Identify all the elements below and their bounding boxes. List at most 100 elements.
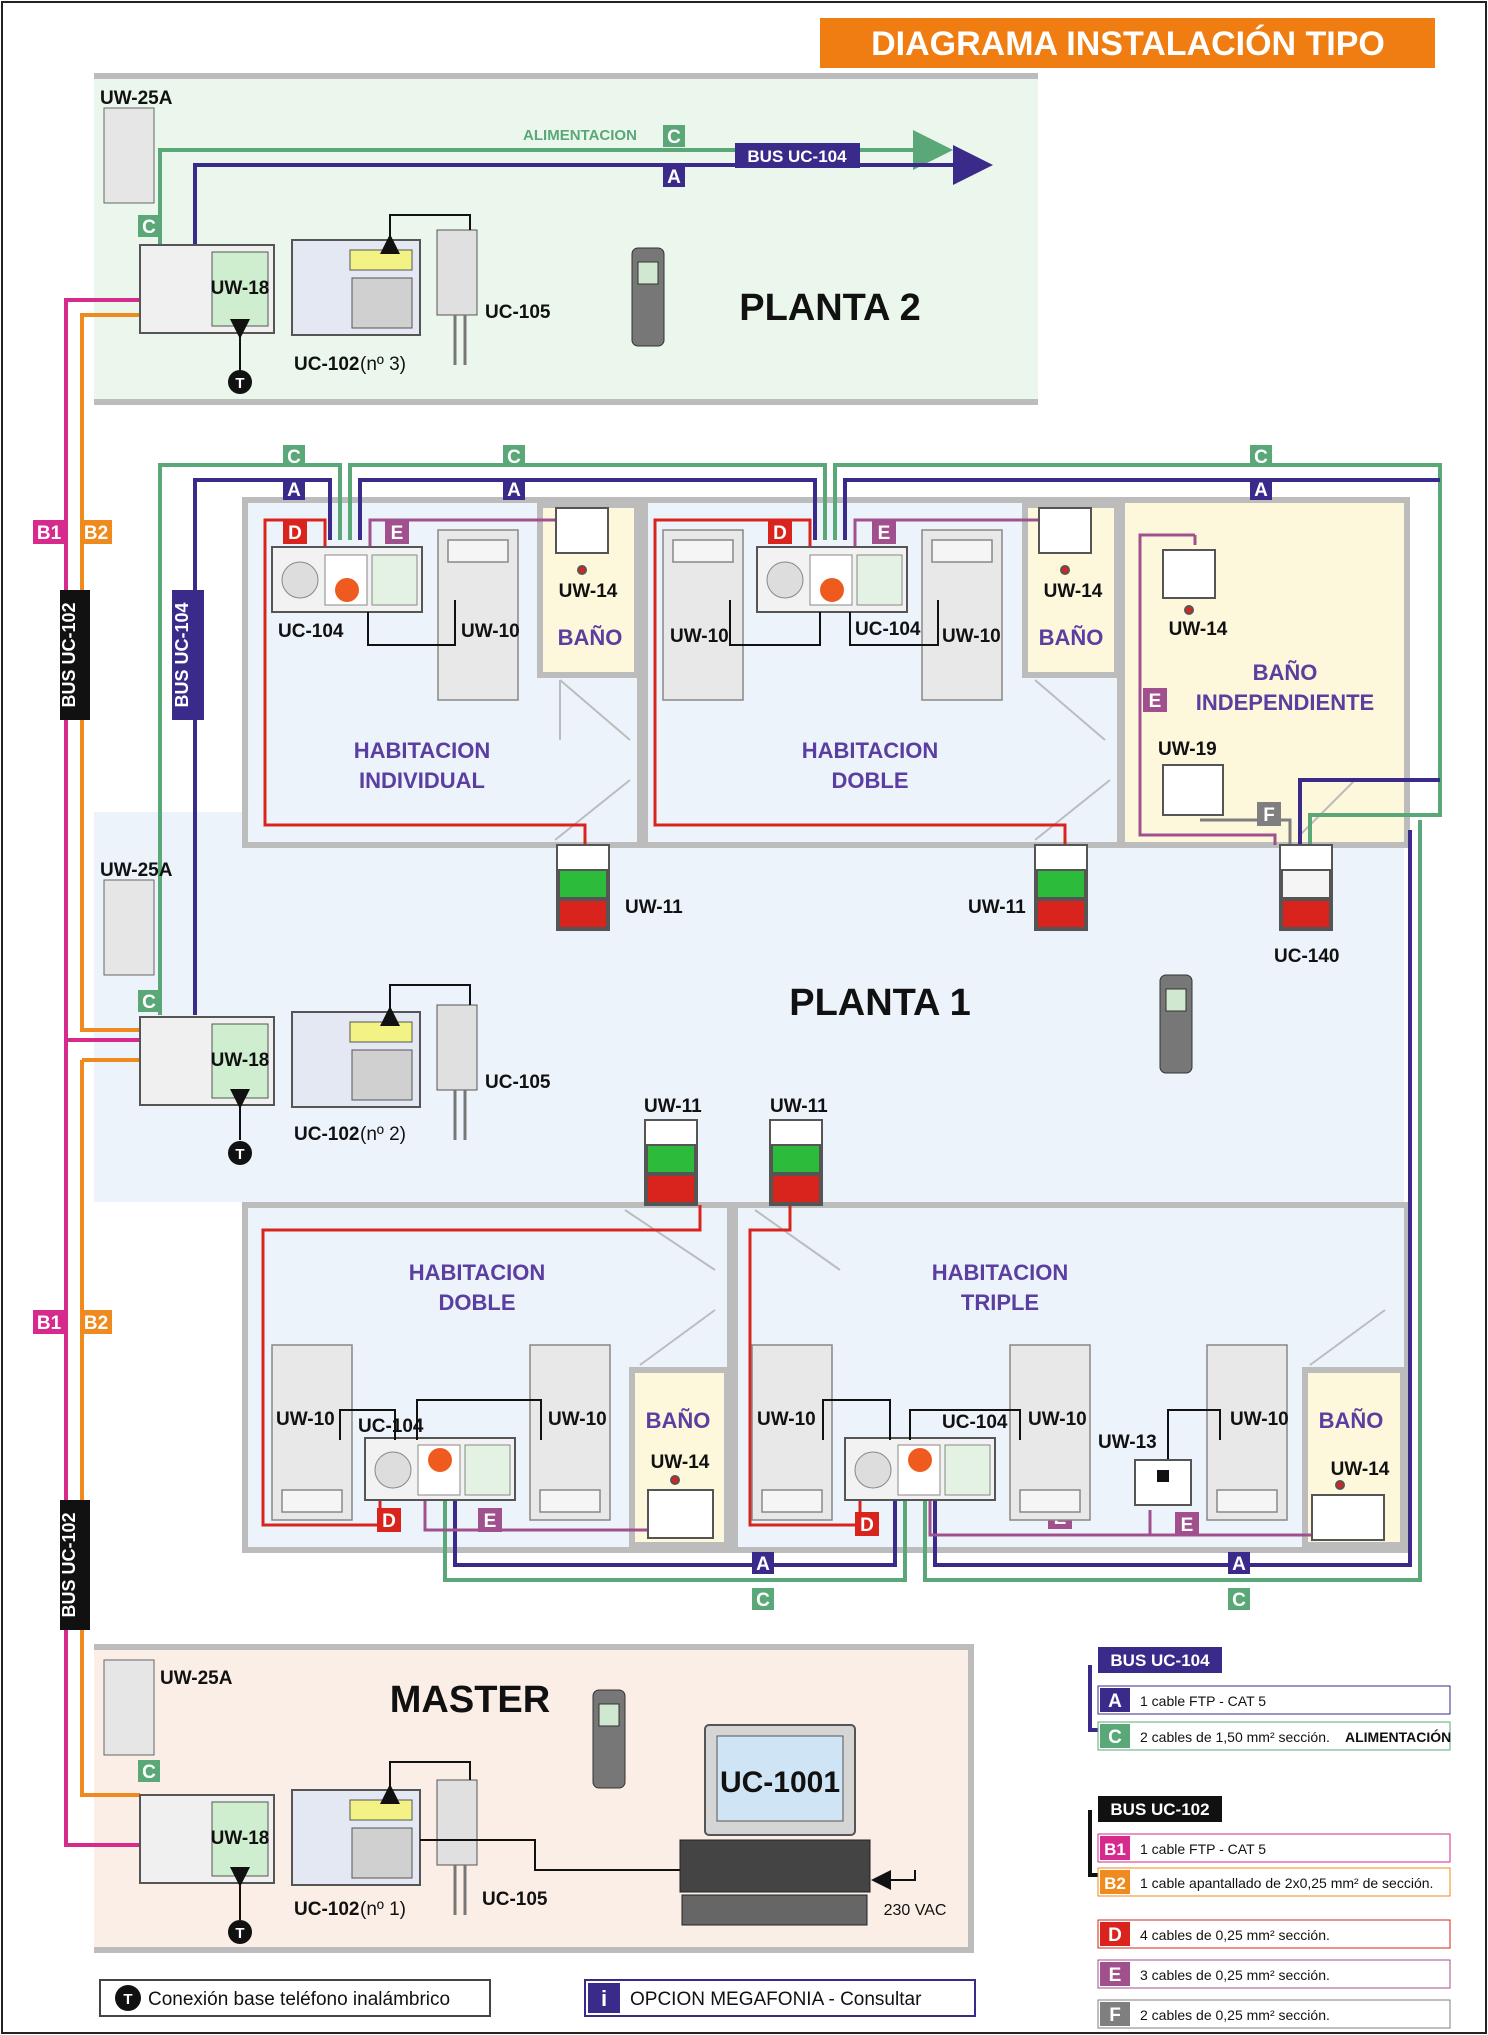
svg-text:C: C	[1108, 1727, 1122, 1748]
svg-text:UC-102: UC-102	[294, 354, 359, 375]
svg-text:OPCION MEGAFONIA - Consultar: OPCION MEGAFONIA - Consultar	[630, 1989, 922, 2010]
svg-text:UW-10: UW-10	[757, 1409, 816, 1430]
tag-b1-top: B1	[33, 520, 65, 544]
svg-text:BAÑO: BAÑO	[558, 625, 623, 650]
svg-text:DOBLE: DOBLE	[439, 1290, 516, 1315]
svg-text:D: D	[288, 523, 302, 544]
svg-text:i: i	[601, 1986, 607, 2011]
svg-text:2 cables de 0,25 mm² sección.: 2 cables de 0,25 mm² sección.	[1140, 2007, 1330, 2023]
svg-text:DOBLE: DOBLE	[832, 768, 909, 793]
svg-text:C: C	[1254, 447, 1268, 468]
devices-planta1: T	[103, 879, 478, 1165]
svg-text:UC-104: UC-104	[278, 621, 344, 642]
svg-text:C: C	[142, 992, 156, 1013]
svg-text:UW-25A: UW-25A	[100, 860, 173, 881]
svg-text:UW-10: UW-10	[548, 1409, 607, 1430]
footer-megafonia: i OPCION MEGAFONIA - Consultar	[584, 1979, 976, 2017]
svg-text:230 VAC: 230 VAC	[884, 1902, 947, 1919]
svg-text:B2: B2	[84, 1313, 108, 1334]
svg-text:BUS UC-104: BUS UC-104	[1110, 1651, 1210, 1670]
svg-text:UW-10: UW-10	[276, 1409, 335, 1430]
svg-text:Conexión base teléfono inalámb: Conexión base teléfono inalámbrico	[148, 1989, 450, 2010]
svg-text:UW-11: UW-11	[770, 1096, 828, 1117]
svg-text:1 cable FTP - CAT 5: 1 cable FTP - CAT 5	[1140, 1841, 1266, 1857]
svg-text:TRIPLE: TRIPLE	[961, 1290, 1039, 1315]
svg-text:3 cables de 0,25 mm² sección.: 3 cables de 0,25 mm² sección.	[1140, 1967, 1330, 1983]
svg-text:UC-140: UC-140	[1274, 946, 1339, 967]
title-banner	[820, 18, 1435, 68]
device-labels: UW-25A UW-25A UW-25A UW-18 UW-18 UW-18 U…	[100, 88, 1390, 1920]
svg-text:UW-13: UW-13	[1098, 1432, 1157, 1453]
tags-a-c: C A C C A C A C A C A C A C C	[138, 125, 1272, 1783]
svg-text:UC-105: UC-105	[485, 1072, 551, 1093]
devices-planta2: T	[103, 107, 478, 394]
svg-text:UC-102: UC-102	[294, 1124, 359, 1145]
bus-uc102-label-bottom: BUS UC-102	[59, 1500, 90, 1630]
bus-uc104-vertical-label: BUS UC-104	[172, 590, 204, 720]
svg-text:B2: B2	[1104, 1874, 1126, 1893]
svg-text:T: T	[235, 1146, 244, 1163]
svg-text:E: E	[484, 1511, 497, 1532]
svg-text:C: C	[142, 217, 156, 238]
svg-text:(nº 3): (nº 3)	[360, 354, 406, 375]
svg-text:HABITACION: HABITACION	[409, 1260, 545, 1285]
svg-text:A: A	[287, 480, 301, 501]
wireless-phones	[592, 247, 1193, 1789]
svg-text:UW-10: UW-10	[1230, 1409, 1289, 1430]
svg-text:C: C	[1232, 1590, 1246, 1611]
svg-text:UW-10: UW-10	[670, 626, 729, 647]
svg-text:A: A	[507, 480, 521, 501]
svg-text:UW-14: UW-14	[559, 581, 618, 602]
svg-text:UW-10: UW-10	[1028, 1409, 1087, 1430]
svg-text:C: C	[756, 1590, 770, 1611]
svg-text:E: E	[1181, 1515, 1194, 1536]
svg-text:(nº 2): (nº 2)	[360, 1124, 406, 1145]
svg-text:E: E	[391, 523, 404, 544]
svg-text:BAÑO: BAÑO	[1039, 625, 1104, 650]
svg-text:UW-18: UW-18	[211, 1828, 270, 1849]
svg-text:UC-104: UC-104	[358, 1416, 424, 1437]
svg-text:T: T	[235, 1925, 244, 1942]
svg-text:C: C	[287, 447, 301, 468]
svg-text:BUS UC-102: BUS UC-102	[1110, 1800, 1209, 1819]
svg-text:BAÑO: BAÑO	[1319, 1408, 1384, 1433]
svg-text:INDIVIDUAL: INDIVIDUAL	[359, 768, 485, 793]
uw10-cords	[339, 600, 1221, 1460]
beds	[271, 529, 1288, 1521]
svg-text:BUS UC-104: BUS UC-104	[172, 602, 192, 707]
svg-text:A: A	[1232, 1554, 1246, 1575]
svg-text:F: F	[1263, 805, 1275, 826]
svg-text:INDEPENDIENTE: INDEPENDIENTE	[1196, 690, 1374, 715]
svg-text:1 cable apantallado de 2x0,25: 1 cable apantallado de 2x0,25 mm² de sec…	[1140, 1875, 1433, 1891]
svg-text:4 cables de 0,25 mm² sección.: 4 cables de 0,25 mm² sección.	[1140, 1927, 1330, 1943]
svg-text:BUS UC-104: BUS UC-104	[747, 147, 847, 166]
alimentacion-label: ALIMENTACION	[523, 127, 637, 144]
svg-text:BAÑO: BAÑO	[1253, 660, 1318, 685]
svg-text:ALIMENTACIÓN: ALIMENTACIÓN	[1345, 1728, 1451, 1745]
svg-text:B2: B2	[84, 523, 108, 544]
room-labels: BAÑO BAÑO BAÑO INDEPENDIENTE HABITACION …	[354, 625, 1384, 1433]
svg-text:UW-10: UW-10	[942, 626, 1001, 647]
bus-uc104-badge: BUS UC-104	[735, 143, 860, 168]
svg-text:T: T	[235, 375, 244, 392]
corridor-lamps	[556, 844, 1333, 1206]
zone-label-planta2: PLANTA 2	[739, 287, 921, 329]
svg-text:C: C	[667, 127, 681, 148]
zone-planta1	[94, 812, 1404, 1202]
svg-text:2 cables de 1,50 mm² sección.: 2 cables de 1,50 mm² sección.	[1140, 1729, 1330, 1745]
svg-text:BAÑO: BAÑO	[646, 1408, 711, 1433]
svg-text:UC-105: UC-105	[485, 302, 551, 323]
uw19-uw13	[1134, 764, 1224, 1506]
bus-uc102-label-top: BUS UC-102	[59, 590, 90, 720]
svg-text:D: D	[860, 1515, 874, 1536]
tag-b1-mid: B1	[33, 1310, 65, 1334]
bus-uc104-wiring	[158, 130, 1442, 1582]
svg-text:(nº 1): (nº 1)	[360, 1899, 406, 1920]
svg-text:BUS UC-102: BUS UC-102	[59, 1512, 79, 1617]
svg-text:UW-14: UW-14	[651, 1452, 710, 1473]
svg-text:C: C	[142, 1762, 156, 1783]
svg-text:B1: B1	[37, 1313, 62, 1334]
